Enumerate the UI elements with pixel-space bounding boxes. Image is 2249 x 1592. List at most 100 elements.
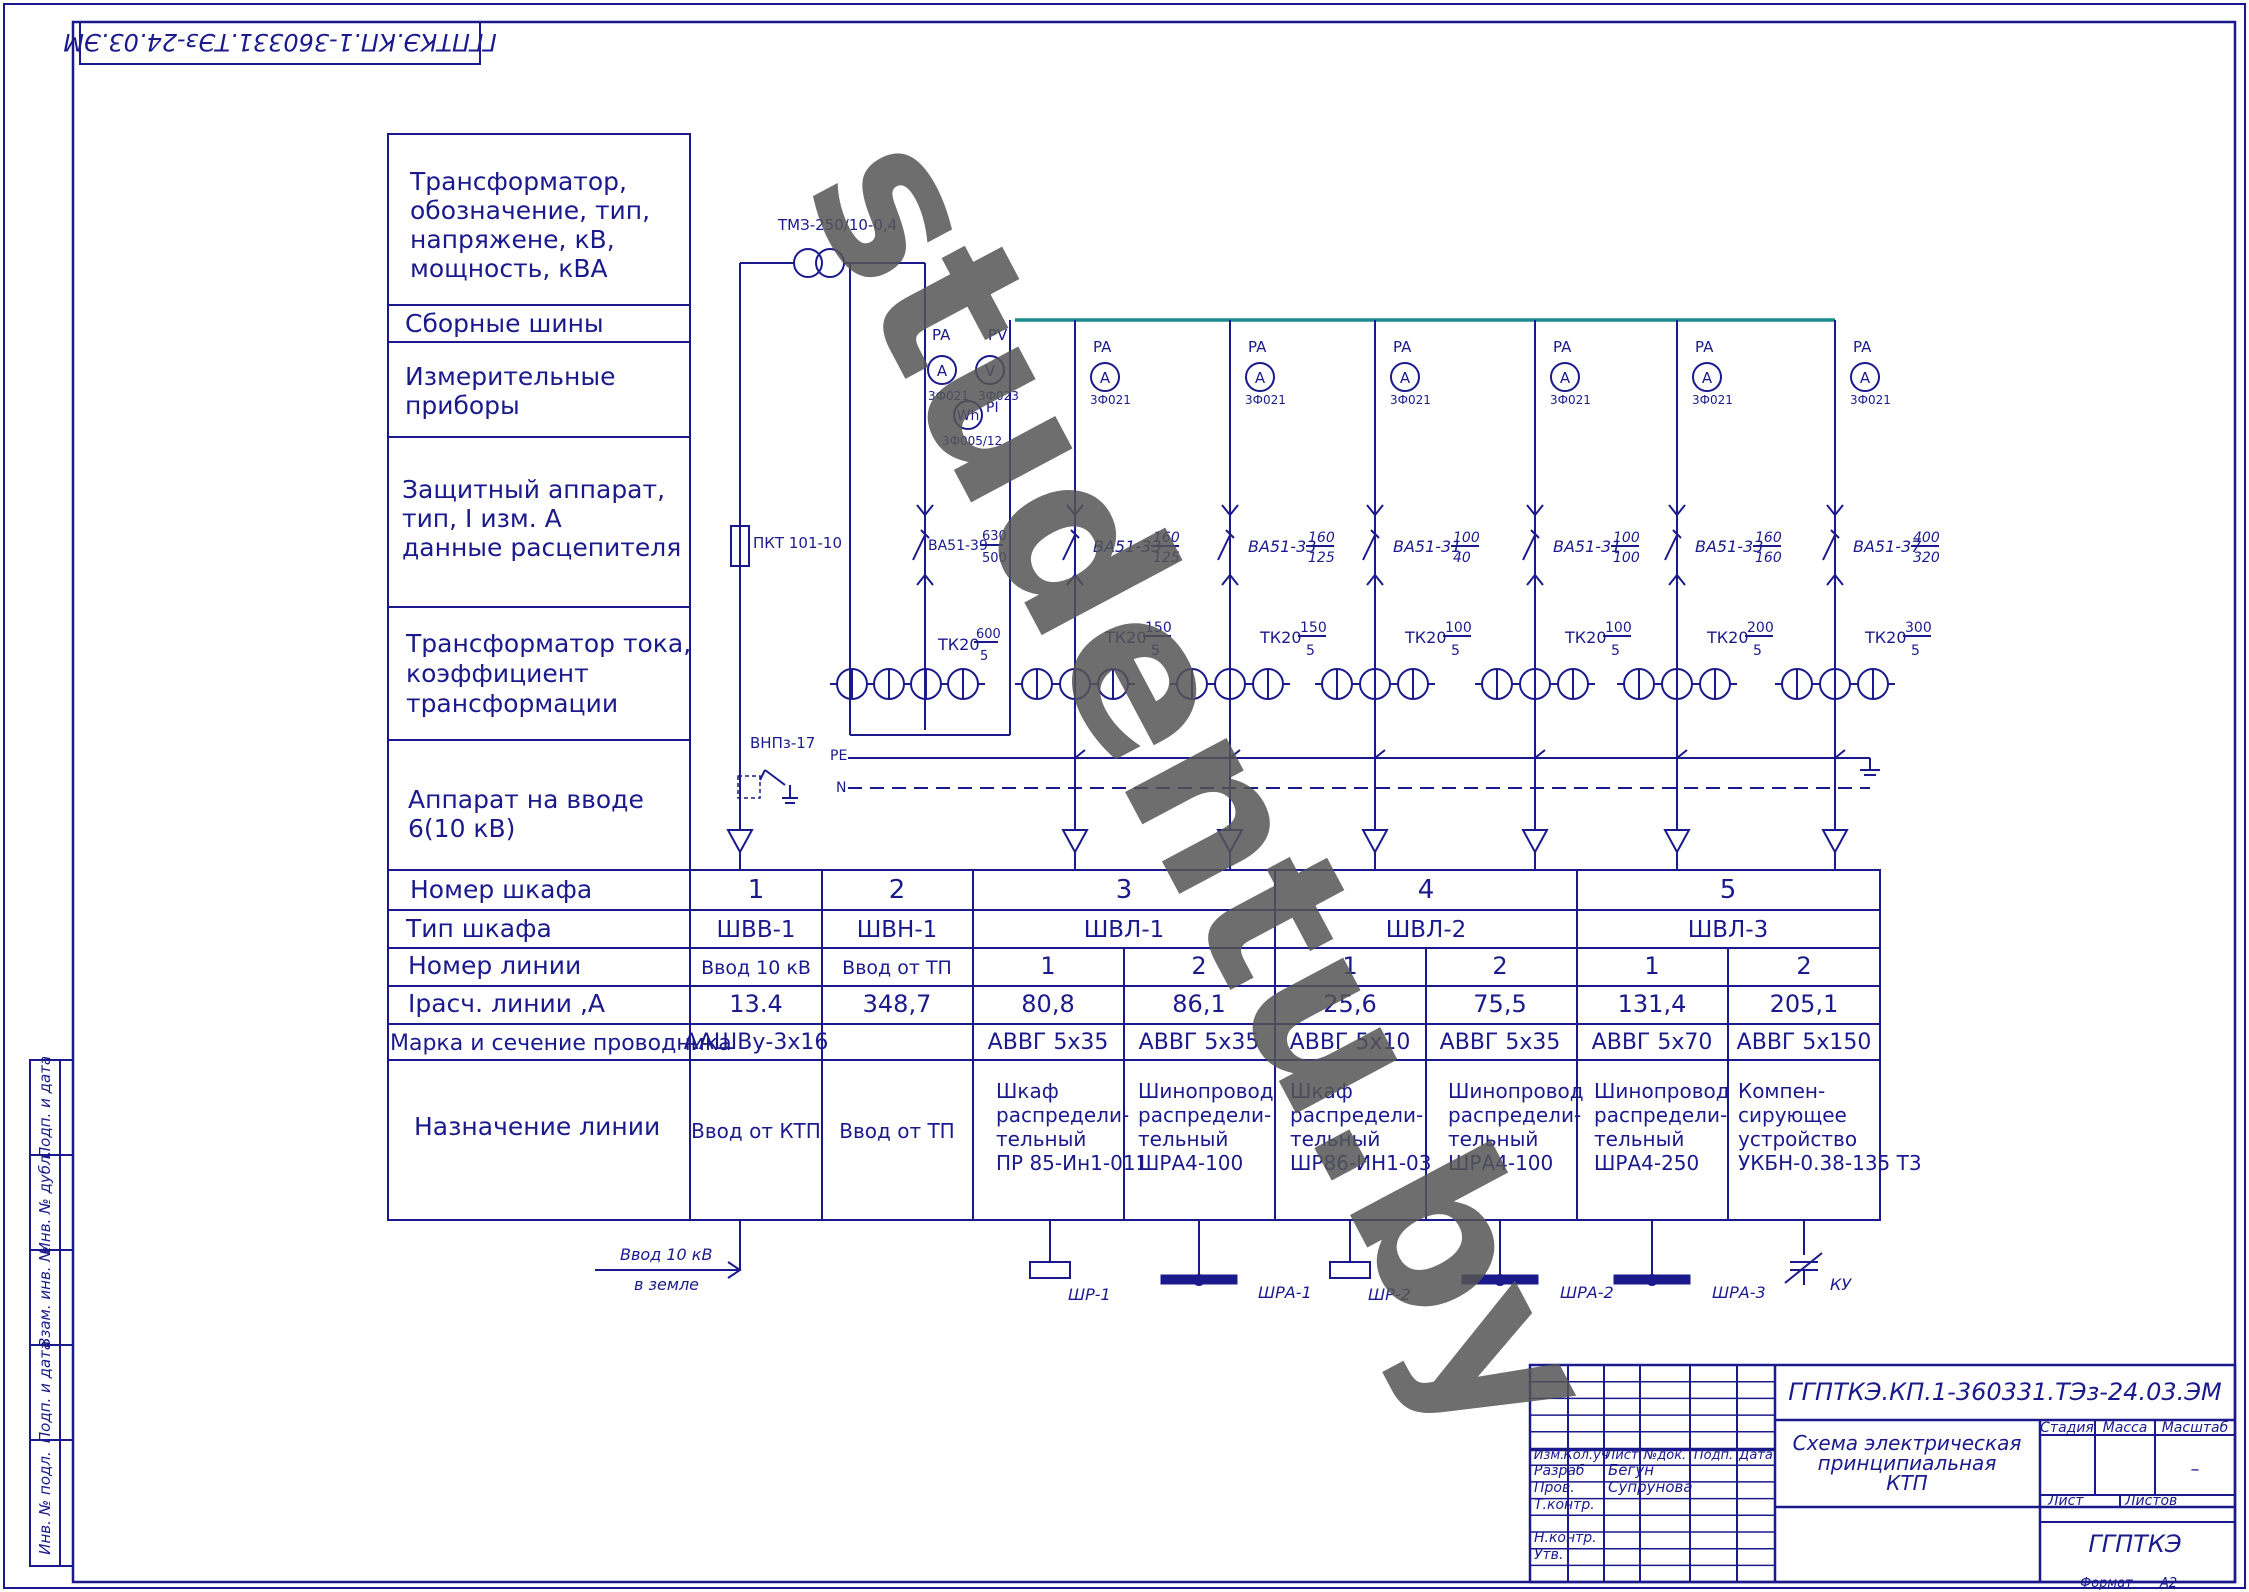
tb-role: Н.контр.: [1534, 1530, 1597, 1546]
ammeter: [927, 355, 957, 385]
tb-header-cell: Подп.: [1694, 1448, 1733, 1463]
table-row-label: Iрасч. линии ,А: [408, 989, 605, 1018]
row-label: Трансформатор тока,: [405, 629, 691, 658]
line-current: 75,5: [1473, 990, 1526, 1018]
meter-code: 3Ф021: [1245, 393, 1286, 407]
wire: [1066, 504, 1076, 516]
cabinet-number: 4: [1418, 875, 1435, 905]
line-purpose: распредели-: [1290, 1103, 1423, 1127]
busway-tap: [1646, 1274, 1658, 1286]
tb-sheets-label: Листов: [2124, 1493, 2177, 1509]
ct-num: 150: [1300, 620, 1327, 636]
side-stamp-label: Подп. и дата: [36, 1341, 54, 1443]
tb-title-line: КТП: [1886, 1471, 1927, 1495]
pe-label: PE: [830, 748, 847, 764]
ammeter-symbol: A: [1255, 369, 1266, 387]
tb-stage-header: Масштаб: [2162, 1420, 2229, 1436]
breaker-label: ВА51-31: [1393, 537, 1461, 556]
tb-title-line: Схема электрическая: [1793, 1431, 2022, 1455]
row-label: 6(10 кВ): [408, 814, 515, 843]
cabinet-symbol: [1329, 1261, 1371, 1279]
wire: [1217, 534, 1231, 561]
busway-tap: [1494, 1274, 1506, 1286]
load-label: КУ: [1830, 1275, 1852, 1294]
side-stamp: [29, 1059, 74, 1567]
wire: [1362, 534, 1376, 561]
wire: [1834, 574, 1844, 586]
row-label: обозначение, тип,: [410, 196, 650, 225]
pa-label: PA: [1853, 338, 1872, 356]
outgoing-arrow: [1521, 829, 1549, 855]
tb-format-label: Формат: [2080, 1576, 2133, 1591]
line-purpose: Ввод от КТП: [691, 1119, 821, 1143]
outgoing-arrow: [1821, 829, 1849, 855]
switch-label: ВНПз-17: [750, 734, 815, 752]
line-purpose: тельный: [1138, 1127, 1228, 1151]
load-label: ШРА-1: [1258, 1283, 1312, 1302]
wire: [1066, 574, 1076, 586]
tb-role: Разраб: [1534, 1463, 1585, 1479]
ammeter: [1390, 362, 1420, 392]
breaker-num: 160: [1153, 530, 1180, 546]
line-purpose: Компен-: [1738, 1079, 1825, 1103]
breaker-label: ВА51-33: [1093, 537, 1161, 556]
tb-header-cell: №док.: [1643, 1448, 1686, 1463]
ct-num: 200: [1747, 620, 1774, 636]
top-code-box: [79, 21, 481, 65]
cable-type: АВВГ 5х70: [1592, 1030, 1713, 1055]
line-purpose: тельный: [1290, 1127, 1380, 1151]
meter-code: 3Ф021: [1390, 393, 1431, 407]
tb-header-cell: Изм.: [1534, 1448, 1565, 1463]
line-number: 1: [1644, 952, 1659, 980]
wire: [1826, 574, 1836, 586]
table-row-label: Назначение линии: [414, 1112, 660, 1141]
breaker-den: 40: [1453, 550, 1471, 566]
cabinet-type: ШВН-1: [857, 917, 938, 943]
line-purpose: Ввод от ТП: [839, 1119, 954, 1143]
line-number: 2: [1191, 952, 1206, 980]
cabinet-symbol: [1029, 1261, 1071, 1279]
wire: [1668, 574, 1678, 586]
meter-code: 3Ф021: [928, 389, 969, 403]
ct-den: 5: [1451, 643, 1460, 659]
line-number: 2: [1796, 952, 1811, 980]
wire: [1534, 749, 1546, 759]
side-stamp-label: Инв. № подл.: [36, 1451, 54, 1554]
tb-scale-value: –: [2191, 1459, 2200, 1480]
wire: [1534, 504, 1544, 516]
line-purpose: распредели-: [1138, 1103, 1271, 1127]
tb-doc-code: ГГПТКЭ.КП.1-360331.ТЭз-24.03.ЭМ: [1788, 1378, 2222, 1406]
tb-format-value: А2: [2159, 1576, 2177, 1591]
breaker-label: ВА51-33: [1248, 537, 1316, 556]
breaker-den: 100: [1613, 550, 1640, 566]
table-row-label: Номер шкафа: [410, 875, 592, 904]
input-cable-text: в земле: [634, 1275, 699, 1294]
cabinet-number: 2: [889, 875, 906, 905]
wire: [1668, 504, 1678, 516]
outgoing-arrow: [1663, 829, 1691, 855]
breaker-num: 160: [1308, 530, 1335, 546]
line-current: 205,1: [1770, 990, 1839, 1018]
wire: [924, 504, 934, 516]
line-purpose: тельный: [996, 1127, 1086, 1151]
tb-name: Супрунова: [1608, 1478, 1693, 1496]
line-purpose: устройство: [1738, 1127, 1857, 1151]
ct-label: ТК20: [1259, 628, 1302, 647]
line-current: 348,7: [863, 990, 932, 1018]
side-stamp-label: Инв. № дубл.: [36, 1151, 54, 1254]
breaker-num: 100: [1453, 530, 1480, 546]
ct-den: 5: [1911, 643, 1920, 659]
wire: [1834, 504, 1844, 516]
table-frame: [387, 869, 1881, 1221]
meter-code: 3Ф021: [1090, 393, 1131, 407]
meter-code: 3Ф021: [1550, 393, 1591, 407]
cable-type: АВВГ 5х35: [988, 1030, 1109, 1055]
wire: [1370, 529, 1380, 539]
line-purpose: УКБН-0.38-135 Т3: [1738, 1151, 1922, 1175]
row-label: Сборные шины: [405, 309, 604, 338]
line-number: Ввод от ТП: [842, 957, 952, 979]
breaker-den: 125: [1153, 550, 1180, 566]
breaker-num: 400: [1913, 530, 1940, 546]
